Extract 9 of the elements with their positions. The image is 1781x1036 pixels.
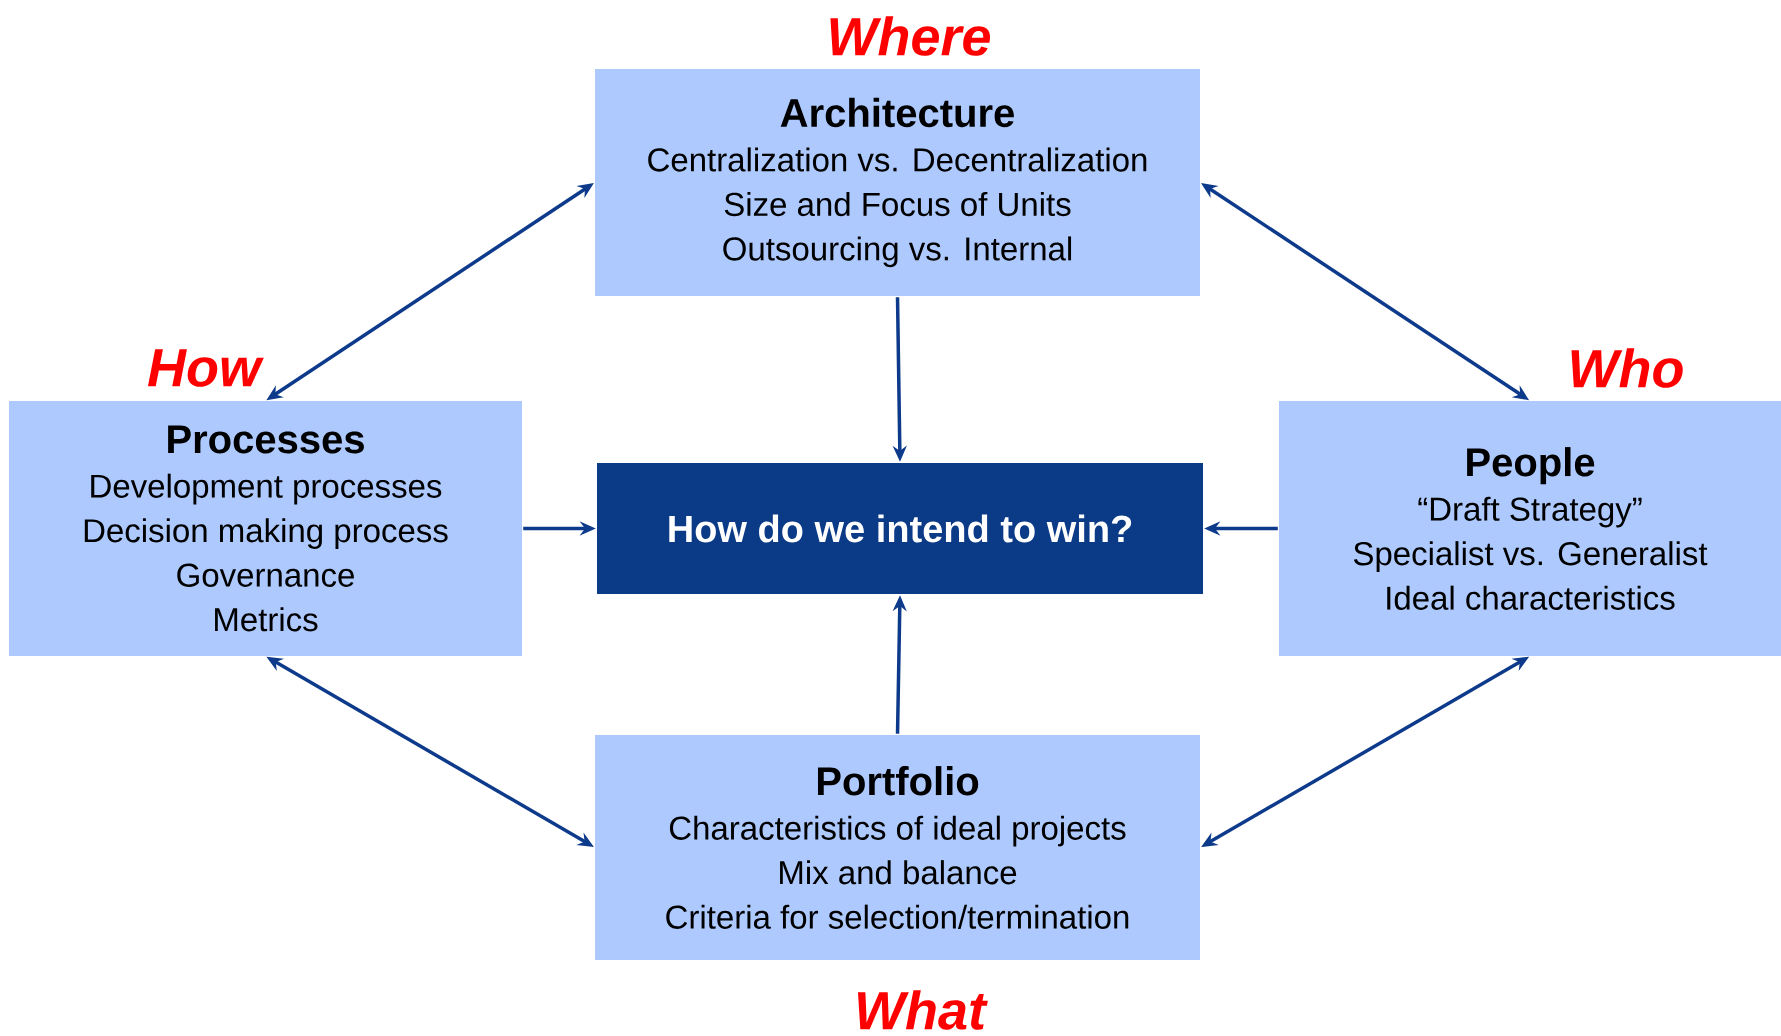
heading-label: How <box>148 349 264 387</box>
question-box: How do we intend to win? <box>597 463 1203 594</box>
topic-box: Portfolio Characteristics of ideal projects Mix and balance Criteria for selection/termination <box>595 735 1200 960</box>
heading-label: What <box>858 990 988 1030</box>
heading-label: Who <box>1571 348 1683 388</box>
topic-box: People “Draft Strategy” Specialist vs. Generalist Ideal characteristics <box>1279 401 1781 656</box>
topic-box: Architecture Centralization vs. Decentralization Size and Focus of Units Outsourcing vs. Internal <box>595 69 1200 296</box>
topic-box: Processes Development processes Decision making process Governance Metrics <box>9 401 522 656</box>
heading-label: Where <box>830 16 990 56</box>
